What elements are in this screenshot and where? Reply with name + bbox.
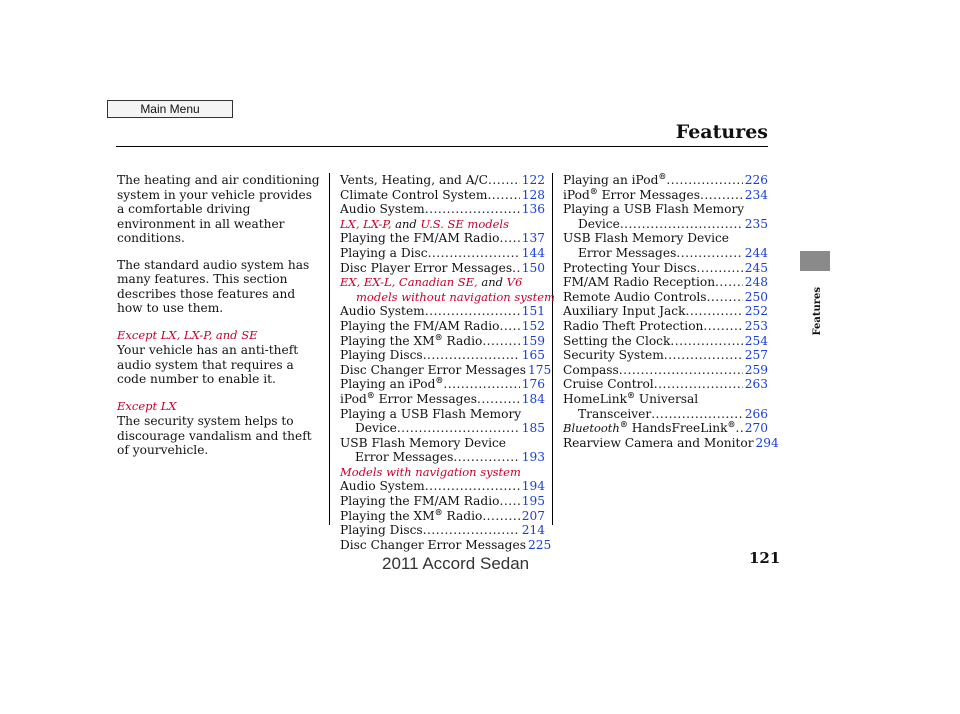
- model-category-label: EX, EX-L, Canadian SE, and V6: [340, 275, 523, 290]
- toc-entry[interactable]: Audio System136: [340, 202, 545, 217]
- toc-entry[interactable]: Playing a Disc144: [340, 246, 545, 261]
- toc-entry[interactable]: Compass259: [563, 363, 768, 378]
- page-link[interactable]: 175: [527, 362, 552, 377]
- toc-entry[interactable]: Auxiliary Input Jack252: [563, 304, 768, 319]
- model-category-label: Models with navigation system: [340, 464, 521, 479]
- toc-entry[interactable]: Transceiver266: [563, 407, 768, 422]
- toc-entry[interactable]: Audio System151: [340, 304, 545, 319]
- page-link[interactable]: 234: [744, 187, 768, 202]
- toc-entry[interactable]: Playing Discs165: [340, 348, 545, 363]
- page-link[interactable]: 152: [521, 318, 545, 333]
- toc-entry[interactable]: Device235: [563, 217, 768, 232]
- intro-paragraph-audio: The standard audio system has many featu…: [117, 257, 310, 316]
- toc-entry[interactable]: Playing an iPod®226: [563, 172, 768, 188]
- main-menu-button[interactable]: Main Menu: [107, 100, 233, 118]
- toc-entry[interactable]: Audio System194: [340, 479, 545, 494]
- toc-entry[interactable]: Playing the FM/AM Radio152: [340, 319, 545, 334]
- page-link[interactable]: 176: [521, 377, 545, 392]
- footer-text: 2011 Accord Sedan: [382, 554, 530, 573]
- page-link[interactable]: 137: [521, 231, 545, 246]
- toc-entry-line: USB Flash Memory Device: [563, 231, 730, 246]
- toc-entry-line: USB Flash Memory Device: [340, 435, 507, 450]
- page-link[interactable]: 165: [521, 348, 545, 363]
- page-link[interactable]: 214: [521, 523, 545, 538]
- page-link[interactable]: 250: [744, 289, 768, 304]
- page-link[interactable]: 263: [744, 377, 768, 392]
- toc-entry[interactable]: Remote Audio Controls250: [563, 290, 768, 305]
- toc-entry[interactable]: Protecting Your Discs245: [563, 261, 768, 276]
- toc-entry[interactable]: Radio Theft Protection253: [563, 319, 768, 334]
- toc-entry[interactable]: Error Messages193: [340, 450, 545, 465]
- page-link[interactable]: 294: [755, 435, 779, 450]
- toc-entry[interactable]: Playing the FM/AM Radio195: [340, 494, 545, 509]
- toc-entry[interactable]: iPod® Error Messages184: [340, 391, 545, 407]
- page-link[interactable]: 195: [521, 494, 545, 509]
- toc-entry[interactable]: Security System257: [563, 348, 768, 363]
- page-link[interactable]: 270: [744, 421, 768, 436]
- column-divider: [329, 173, 330, 525]
- column-divider: [552, 173, 553, 525]
- toc-entry[interactable]: Playing an iPod®176: [340, 376, 545, 392]
- toc-entry[interactable]: Climate Control System128: [340, 188, 545, 203]
- toc-entry-line: Playing a USB Flash Memory: [340, 406, 522, 421]
- toc-entry[interactable]: Playing Discs214: [340, 523, 545, 538]
- toc-entry[interactable]: Playing the FM/AM Radio137: [340, 231, 545, 246]
- page-link[interactable]: 253: [744, 318, 768, 333]
- toc-entry[interactable]: Cruise Control263: [563, 377, 768, 392]
- model-category-label: LX, LX-P, and U.S. SE models: [340, 216, 510, 231]
- page-link[interactable]: 259: [744, 362, 768, 377]
- toc-entry-line: HomeLink® Universal: [563, 389, 699, 406]
- intro-model-label: Except LX: [117, 398, 177, 413]
- toc-column-2: Playing an iPod®226 iPod® Error Messages…: [563, 172, 779, 450]
- page-number: 121: [749, 549, 781, 567]
- page-link[interactable]: 252: [744, 304, 768, 319]
- page-link[interactable]: 248: [744, 275, 768, 290]
- page-link[interactable]: 185: [521, 421, 545, 436]
- toc-entry[interactable]: Playing the XM® Radio159: [340, 332, 545, 349]
- intro-model-label: Except LX, LX-P, and SE: [117, 327, 258, 342]
- intro-paragraph-heating: The heating and air conditioning system …: [117, 173, 320, 245]
- side-tab-label: Features: [812, 287, 823, 336]
- toc-entry[interactable]: Vents, Heating, and A/C122: [340, 173, 545, 188]
- toc-entry[interactable]: Device185: [340, 421, 545, 436]
- toc-entry[interactable]: Error Messages244: [563, 246, 768, 261]
- intro-paragraph-security: The security system helps to discourage …: [117, 414, 312, 457]
- page-title: Features: [675, 121, 768, 143]
- toc-entry[interactable]: iPod® Error Messages234: [563, 187, 768, 203]
- toc-entry[interactable]: Bluetooth® HandsFreeLink®270: [563, 420, 768, 436]
- intro-text: The heating and air conditioning system …: [117, 173, 322, 470]
- page-link[interactable]: 151: [521, 304, 545, 319]
- page-link[interactable]: 184: [521, 391, 545, 406]
- toc-entry[interactable]: Playing the XM® Radio207: [340, 508, 545, 524]
- page-link[interactable]: 257: [744, 348, 768, 363]
- toc-entry[interactable]: Disc Player Error Messages150: [340, 261, 545, 276]
- page-link[interactable]: 207: [521, 508, 545, 523]
- page-link[interactable]: 244: [744, 245, 768, 260]
- intro-paragraph-antitheft: Your vehicle has an anti-theft audio sys…: [117, 343, 299, 386]
- page-link[interactable]: 159: [521, 333, 545, 348]
- page-link[interactable]: 122: [521, 173, 545, 187]
- page-link[interactable]: 266: [744, 406, 768, 421]
- header-rule: [116, 146, 768, 147]
- side-tab-marker: [800, 251, 830, 271]
- model-category-label: models without navigation system: [356, 289, 555, 304]
- page-link[interactable]: 194: [521, 479, 545, 494]
- page-link[interactable]: 128: [521, 187, 545, 202]
- page-link[interactable]: 245: [744, 260, 768, 275]
- page-link[interactable]: 254: [744, 333, 768, 348]
- page-link[interactable]: 235: [744, 216, 768, 231]
- toc-entry[interactable]: Setting the Clock254: [563, 334, 768, 349]
- page-link[interactable]: 193: [521, 450, 545, 465]
- toc-column-1: Vents, Heating, and A/C122 Climate Contr…: [340, 173, 555, 552]
- page-link[interactable]: 226: [744, 173, 768, 187]
- page-link[interactable]: 225: [527, 537, 552, 552]
- page-link[interactable]: 144: [521, 245, 545, 260]
- toc-entry[interactable]: FM/AM Radio Reception248: [563, 275, 768, 290]
- page-link[interactable]: 136: [521, 202, 545, 217]
- page-link[interactable]: 150: [521, 260, 545, 275]
- toc-entry-line: Playing a USB Flash Memory: [563, 202, 745, 217]
